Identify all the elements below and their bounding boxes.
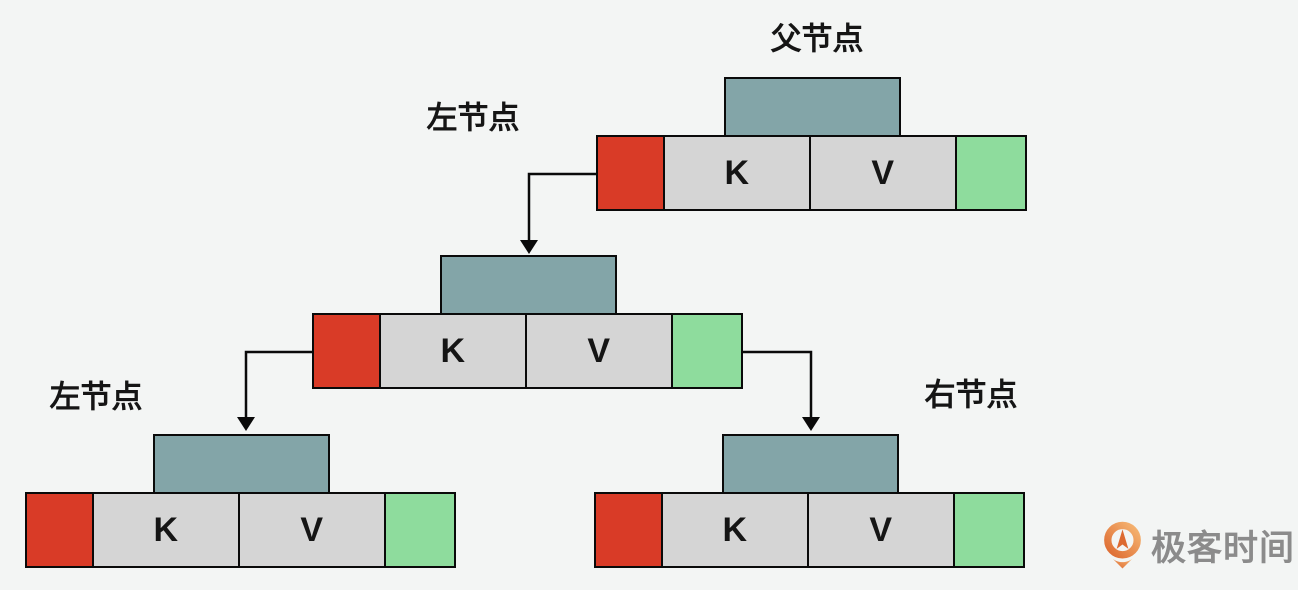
node-row: K V	[596, 135, 1027, 211]
right-pointer-cell	[673, 315, 741, 387]
geektime-logo: 极客时间	[1099, 519, 1295, 571]
left-child-node-label: 左节点	[426, 100, 520, 136]
node-row: K V	[25, 492, 456, 568]
key-cell: K	[663, 494, 809, 566]
value-cell: V	[240, 494, 386, 566]
value-cell: V	[527, 315, 673, 387]
left-leaf-node: K V	[25, 434, 456, 568]
parent-node-label: 父节点	[770, 21, 864, 57]
key-cell: K	[665, 137, 811, 209]
parent-node: K V	[596, 77, 1027, 211]
key-cell: K	[381, 315, 527, 387]
value-cell: V	[809, 494, 955, 566]
geektime-pin-icon	[1104, 521, 1141, 569]
arrow-left-child-to-left-leaf	[237, 350, 314, 431]
arrowhead-down-icon	[802, 417, 820, 431]
left-pointer-cell	[596, 494, 663, 566]
arrowhead-down-icon	[520, 240, 538, 254]
left-pointer-cell	[598, 137, 665, 209]
right-pointer-cell	[955, 494, 1023, 566]
left-pointer-cell	[27, 494, 94, 566]
left-pointer-cell	[314, 315, 381, 387]
arrowhead-down-icon	[237, 417, 255, 431]
node-row: K V	[594, 492, 1025, 568]
node-row: K V	[312, 313, 743, 389]
key-cell: K	[94, 494, 240, 566]
node-header	[153, 434, 330, 494]
geektime-logo-text: 极客时间	[1151, 528, 1296, 568]
arrow-left-child-to-right-leaf	[741, 350, 820, 431]
node-header	[724, 77, 901, 137]
arrow-parent-to-left-child	[520, 172, 598, 254]
right-leaf-node-label: 右节点	[924, 377, 1018, 413]
right-pointer-cell	[957, 137, 1025, 209]
node-header	[722, 434, 899, 494]
node-header	[440, 255, 617, 315]
left-leaf-node-label: 左节点	[49, 379, 143, 415]
right-pointer-cell	[386, 494, 454, 566]
left-child-node: K V	[312, 255, 743, 389]
value-cell: V	[811, 137, 957, 209]
right-leaf-node: K V	[594, 434, 1025, 568]
